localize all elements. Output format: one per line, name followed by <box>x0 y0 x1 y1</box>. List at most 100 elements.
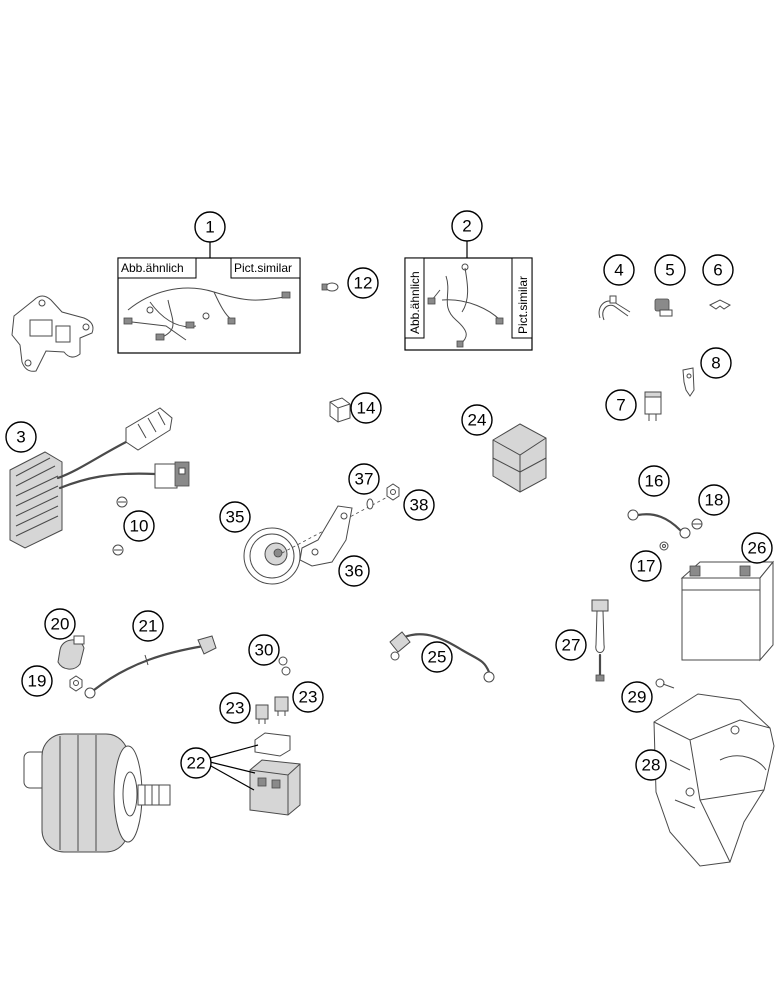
secondary-wiring-harness-part <box>427 263 504 348</box>
horn-bracket-part <box>299 505 353 567</box>
battery-screw-part <box>691 518 703 530</box>
callout-36: 36 <box>338 555 370 587</box>
callout-label: 4 <box>614 261 623 280</box>
callout-17: 17 <box>630 550 662 582</box>
battery-box-screw-part <box>655 678 675 689</box>
callout-label: 5 <box>665 261 674 280</box>
terminal-nut-part <box>69 675 83 692</box>
callout-label: 12 <box>354 274 373 293</box>
screw-part-upper <box>116 496 128 508</box>
cable-clip-part <box>654 298 673 317</box>
box-1-label-en: Pict.similar <box>234 261 292 275</box>
callout-label: 28 <box>642 756 661 775</box>
callout-label: 21 <box>139 617 158 636</box>
callout-label: 10 <box>130 517 149 536</box>
leader-22-b <box>210 765 255 791</box>
callout-label: 29 <box>628 688 647 707</box>
callout-4: 4 <box>603 254 635 286</box>
regulator-connector-lower <box>154 461 190 489</box>
callout-label: 22 <box>187 754 206 773</box>
harness-box-2: Abb.ähnlich Pict.similar <box>404 257 533 351</box>
callout-23-b: 23 <box>292 681 324 713</box>
callout-8: 8 <box>700 347 732 379</box>
callout-label: 23 <box>299 688 318 707</box>
callout-label: 2 <box>462 217 471 236</box>
callout-25: 25 <box>421 641 453 673</box>
battery-part <box>680 560 775 662</box>
cable-tie-part <box>598 295 631 321</box>
main-fuse-holder-part <box>591 599 609 682</box>
horn-part <box>243 527 301 585</box>
callout-label: 14 <box>357 399 376 418</box>
callout-19: 19 <box>21 665 53 697</box>
callout-14: 14 <box>350 392 382 424</box>
nut-part <box>386 483 400 501</box>
callout-27: 27 <box>555 629 587 661</box>
callout-29: 29 <box>621 681 653 713</box>
callout-1: 1 <box>194 211 226 243</box>
callout-label: 6 <box>713 261 722 280</box>
callout-22: 22 <box>180 747 212 779</box>
battery-cable-short-part <box>627 509 691 539</box>
screw-part-lower <box>112 544 124 556</box>
callout-16: 16 <box>638 465 670 497</box>
leader-22-c <box>209 761 256 774</box>
callout-label: 25 <box>428 648 447 667</box>
callout-18: 18 <box>698 484 730 516</box>
ground-cable-part <box>389 631 495 683</box>
callout-7: 7 <box>605 389 637 421</box>
callout-21: 21 <box>132 610 164 642</box>
box-2-label-en: Pict.similar <box>516 276 530 334</box>
callout-3: 3 <box>5 421 37 453</box>
callout-label: 7 <box>616 396 625 415</box>
callout-10: 10 <box>123 510 155 542</box>
terminal-cap-part <box>57 635 85 670</box>
relay-part <box>644 391 662 421</box>
callout-6: 6 <box>702 254 734 286</box>
callout-12: 12 <box>347 267 379 299</box>
starter-cable-part <box>84 635 217 699</box>
callout-label: 26 <box>748 539 767 558</box>
box-2-label-de: Abb.ähnlich <box>408 271 422 334</box>
callout-label: 38 <box>410 496 429 515</box>
battery-box-part <box>653 693 775 867</box>
box-1-label-de: Abb.ähnlich <box>121 261 184 275</box>
fuse-part-right <box>274 696 289 716</box>
main-wiring-harness-part <box>123 287 291 341</box>
callout-label: 1 <box>205 218 214 237</box>
callout-label: 19 <box>28 672 47 691</box>
callout-label: 37 <box>355 470 374 489</box>
callout-label: 30 <box>255 641 274 660</box>
callout-30: 30 <box>248 634 280 666</box>
callout-label: 35 <box>226 508 245 527</box>
callout-label: 18 <box>705 491 724 510</box>
regulator-connector-upper <box>125 407 173 451</box>
callout-37: 37 <box>348 463 380 495</box>
starter-relay-part <box>249 732 301 816</box>
callout-label: 3 <box>16 428 25 447</box>
callout-26: 26 <box>741 532 773 564</box>
callout-5: 5 <box>654 254 686 286</box>
callout-label: 17 <box>637 557 656 576</box>
callout-label: 8 <box>711 354 720 373</box>
fuse-holder-cap-part <box>278 656 291 676</box>
callout-label: 24 <box>468 411 487 430</box>
callout-28: 28 <box>635 749 667 781</box>
callout-label: 16 <box>645 472 664 491</box>
voltage-regulator-part <box>9 407 190 549</box>
box-1-frame <box>117 257 301 354</box>
control-unit-part <box>492 423 547 493</box>
callout-20: 20 <box>44 608 76 640</box>
battery-washer-part <box>659 541 669 551</box>
fuse-part-left <box>255 704 269 724</box>
callout-35: 35 <box>219 501 251 533</box>
leader-22-a <box>209 744 259 759</box>
flasher-relay-part <box>329 397 351 423</box>
harness-box-1: Abb.ähnlich Pict.similar <box>117 257 301 354</box>
washer-part <box>366 498 374 510</box>
callout-label: 20 <box>51 615 70 634</box>
starter-motor-part <box>23 733 171 853</box>
bulb-part <box>321 282 339 292</box>
callout-24: 24 <box>461 404 493 436</box>
